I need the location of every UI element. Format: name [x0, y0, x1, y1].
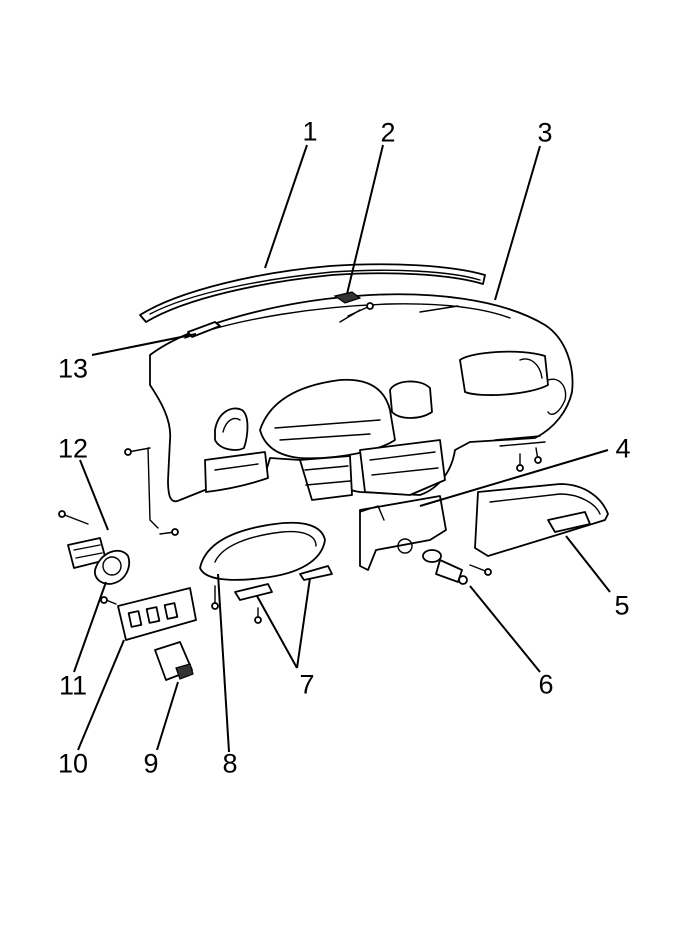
part-8-cluster-bezel — [199, 521, 326, 581]
leader-12 — [79, 459, 109, 531]
callout-6: 6 — [538, 669, 554, 700]
leader-10 — [77, 639, 125, 751]
callout-3: 3 — [537, 117, 553, 148]
leader-13 — [91, 333, 197, 356]
part-10-switch-panel — [117, 587, 197, 641]
leader-7a — [256, 595, 298, 669]
leader-7b — [296, 577, 311, 669]
callout-11: 11 — [58, 670, 88, 701]
leader-5 — [565, 535, 611, 593]
part-3-instrument-panel — [149, 293, 574, 503]
screws — [58, 302, 542, 624]
callout-13: 13 — [57, 353, 89, 384]
leader-3 — [494, 145, 541, 301]
leader-6 — [469, 585, 541, 673]
leader-8 — [217, 573, 230, 753]
callout-10: 10 — [57, 748, 89, 779]
callout-1: 1 — [302, 116, 318, 147]
leader-9 — [156, 681, 179, 751]
part-4-accessory-bracket — [359, 495, 447, 571]
part-5-glove-box — [474, 483, 609, 557]
leader-1 — [264, 144, 308, 269]
leader-2 — [346, 144, 384, 295]
part-6-lighter — [422, 549, 468, 585]
callout-12: 12 — [57, 433, 89, 464]
callout-4: 4 — [615, 433, 631, 464]
callout-5: 5 — [614, 590, 630, 621]
leader-lines — [73, 144, 611, 753]
part-1-defroster-strip — [139, 263, 486, 323]
part-11-switch-bezel — [94, 549, 131, 585]
leader-4 — [419, 449, 609, 507]
part-9-switch-module — [154, 641, 194, 681]
callout-7: 7 — [299, 669, 315, 700]
part-7-trim-clips — [234, 565, 333, 601]
callout-9: 9 — [143, 748, 159, 779]
callout-8: 8 — [222, 748, 238, 779]
callout-2: 2 — [380, 117, 396, 148]
leader-11 — [73, 581, 107, 673]
